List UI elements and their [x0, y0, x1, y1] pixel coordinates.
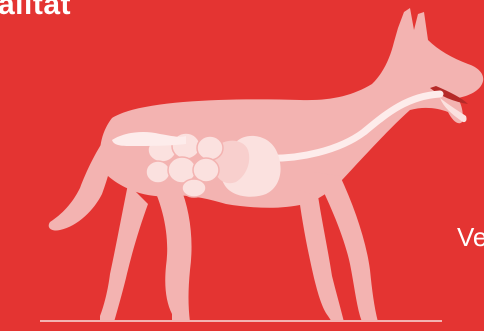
- side-label: Ve: [457, 222, 484, 253]
